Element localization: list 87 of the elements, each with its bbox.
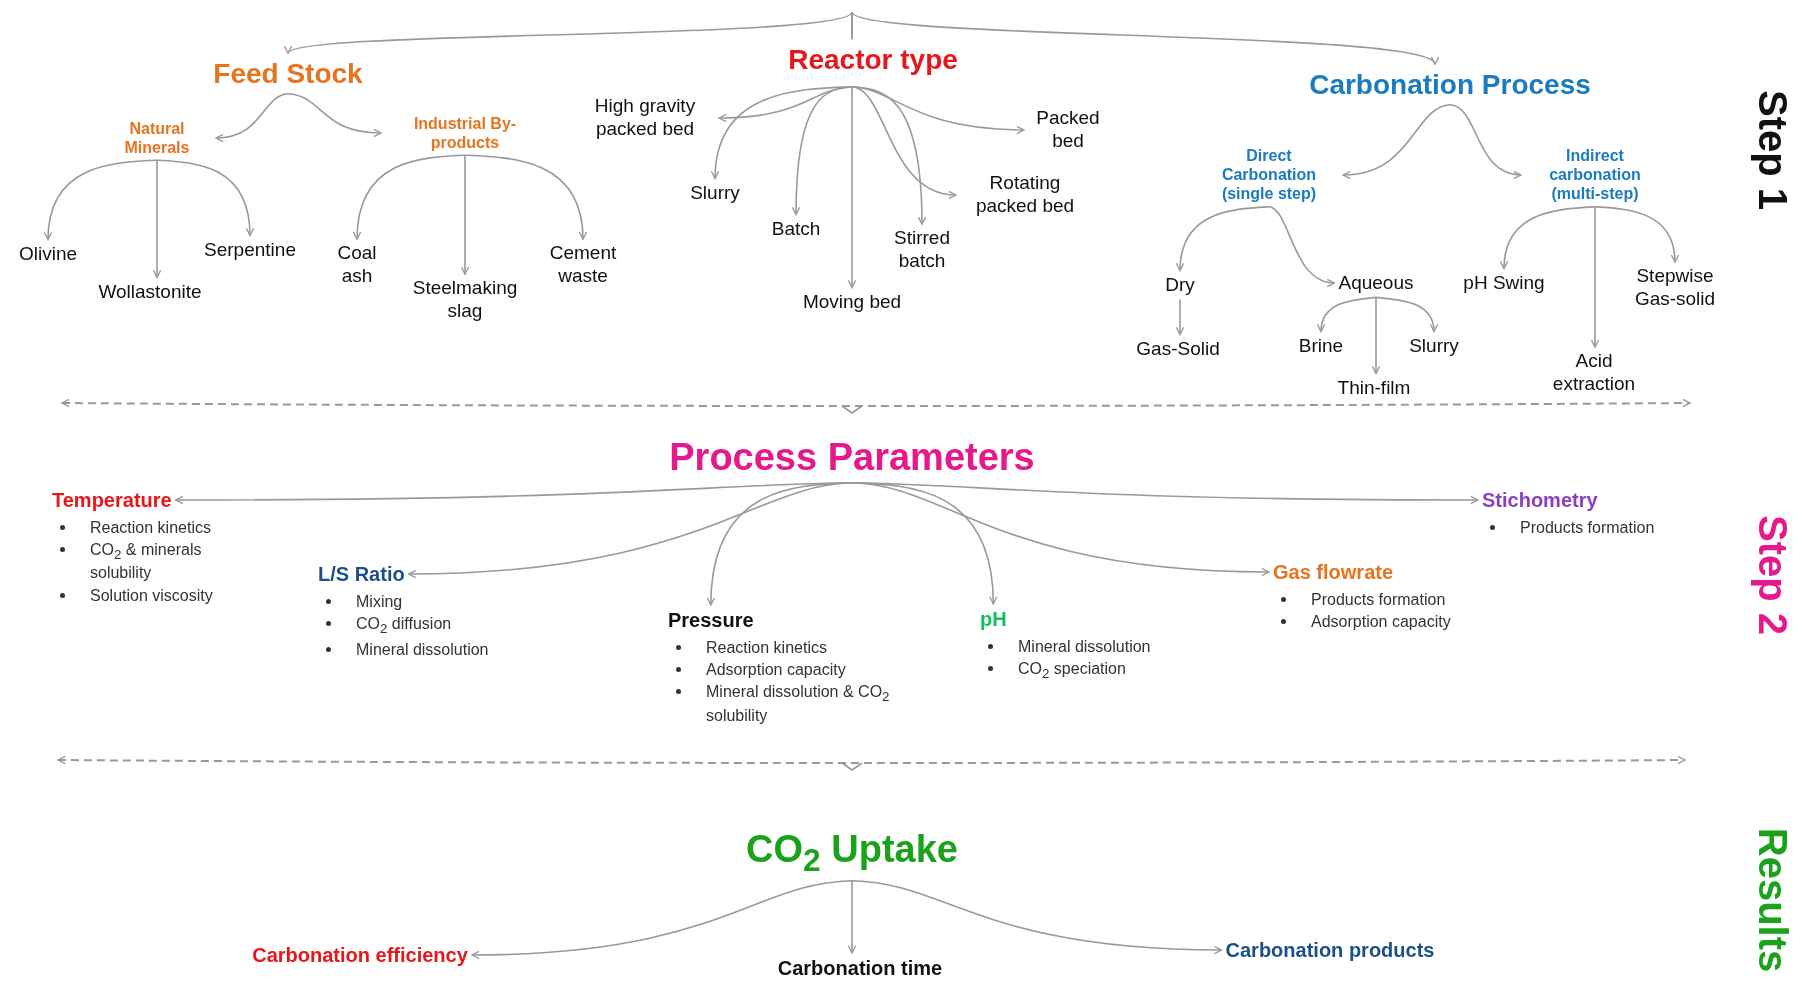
arrow <box>707 482 853 606</box>
parameter-heading: Pressure <box>668 608 754 632</box>
bullet-item: Reaction kinetics <box>706 639 827 656</box>
item-label: Rotating packed bed <box>960 172 1090 218</box>
item-label: Cement waste <box>538 242 628 288</box>
bullet-item: Products formation <box>1520 519 1655 536</box>
bullet-item: CO$_{2}$ & minerals solubility <box>90 541 202 582</box>
item-label: Brine <box>1298 334 1344 358</box>
result-label: Carbonation time <box>777 956 943 980</box>
arrow <box>215 93 289 142</box>
item-label: Stirred batch <box>882 227 962 273</box>
arrow <box>851 86 927 225</box>
arrow <box>1590 206 1600 348</box>
arrow <box>471 880 853 960</box>
item-label: Dry <box>1165 273 1195 297</box>
arrow <box>152 159 162 279</box>
item-label: Coal ash <box>327 242 387 288</box>
arrow <box>851 482 1479 505</box>
arrow <box>464 154 587 240</box>
parameter-heading: Stichometry <box>1482 488 1598 512</box>
arrow <box>353 154 466 240</box>
result-label: Carbonation products <box>1225 938 1435 962</box>
bullet-item: CO$_{2}$ speciation <box>1018 660 1126 678</box>
item-label: Batch <box>771 217 821 241</box>
arrow <box>1375 296 1438 333</box>
arrow <box>851 86 957 199</box>
arrow <box>156 159 254 237</box>
item-label: Steelmaking slag <box>405 277 525 323</box>
item-label: Acid extraction <box>1539 350 1649 396</box>
item-label: Wollastonite <box>98 280 202 304</box>
arrow <box>1175 298 1185 336</box>
result-label: Carbonation efficiency <box>252 943 468 967</box>
stage-label: Step 1 <box>1749 90 1795 210</box>
category-heading: Feed Stock <box>213 57 363 91</box>
bullet-item: Adsorption capacity <box>706 661 846 679</box>
item-label: Aqueous <box>1338 271 1414 295</box>
stage-label: Results <box>1749 827 1795 973</box>
bullet-item: Mineral dissolution <box>356 641 489 659</box>
item-label: Gas-Solid <box>1136 337 1220 361</box>
item-label: Olivine <box>18 242 78 266</box>
item-label: Thin-film <box>1337 376 1411 400</box>
section-heading: CO$_{2}$ Uptake <box>746 827 958 879</box>
bullet-item: CO$_{2}$ diffusion <box>356 615 452 633</box>
arrow <box>1342 104 1451 179</box>
arrow <box>1176 206 1270 272</box>
stage-label: Step 2 <box>1749 515 1795 635</box>
arrow <box>1371 296 1381 375</box>
arrow <box>851 880 1223 955</box>
arrow <box>1268 206 1336 287</box>
arrow <box>44 159 158 241</box>
bullet-item: Mixing <box>356 593 403 610</box>
arrow <box>1449 104 1522 179</box>
category-heading: Reactor type <box>788 43 958 77</box>
parameter-heading: Temperature <box>52 488 172 512</box>
arrow <box>851 11 1436 65</box>
category-heading: Carbonation Process <box>1309 68 1591 102</box>
arrow <box>791 86 853 216</box>
subcategory-label: Natural Minerals <box>102 118 212 158</box>
bullet-item: Adsorption capacity <box>1311 613 1451 631</box>
section-heading: Process Parameters <box>669 435 1035 481</box>
item-label: Stepwise Gas-solid <box>1620 265 1730 311</box>
item-label: Packed bed <box>1028 107 1108 153</box>
arrow <box>1500 206 1596 270</box>
bullet-item: Reaction kinetics <box>90 519 211 536</box>
item-label: Serpentine <box>204 238 296 262</box>
item-label: Moving bed <box>802 290 902 314</box>
arrow <box>847 86 857 289</box>
bullet-item: Solution viscosity <box>90 586 213 604</box>
arrow <box>287 93 382 137</box>
item-label: pH Swing <box>1463 271 1545 295</box>
arrow <box>1594 206 1679 263</box>
item-label: Slurry <box>690 181 740 205</box>
parameter-heading: L/S Ratio <box>318 562 405 586</box>
bullet-item: Mineral dissolution & CO$_{2}$ solubility <box>706 683 890 724</box>
subcategory-label: Industrial By-products <box>385 113 545 153</box>
arrow <box>287 11 853 55</box>
parameter-heading: pH <box>980 607 1007 631</box>
arrow <box>460 154 470 275</box>
bullet-item: Products formation <box>1311 591 1446 608</box>
arrow <box>847 880 857 954</box>
subcategory-label: Direct Carbonation (single step) <box>1199 146 1339 204</box>
item-label: High gravity packed bed <box>575 95 715 141</box>
arrow <box>1317 296 1377 333</box>
item-label: Slurry <box>1409 334 1459 358</box>
bullet-item: Mineral dissolution <box>1018 638 1151 655</box>
parameter-heading: Gas flowrate <box>1273 560 1394 584</box>
subcategory-label: Indirect carbonation (multi-step) <box>1525 146 1665 204</box>
